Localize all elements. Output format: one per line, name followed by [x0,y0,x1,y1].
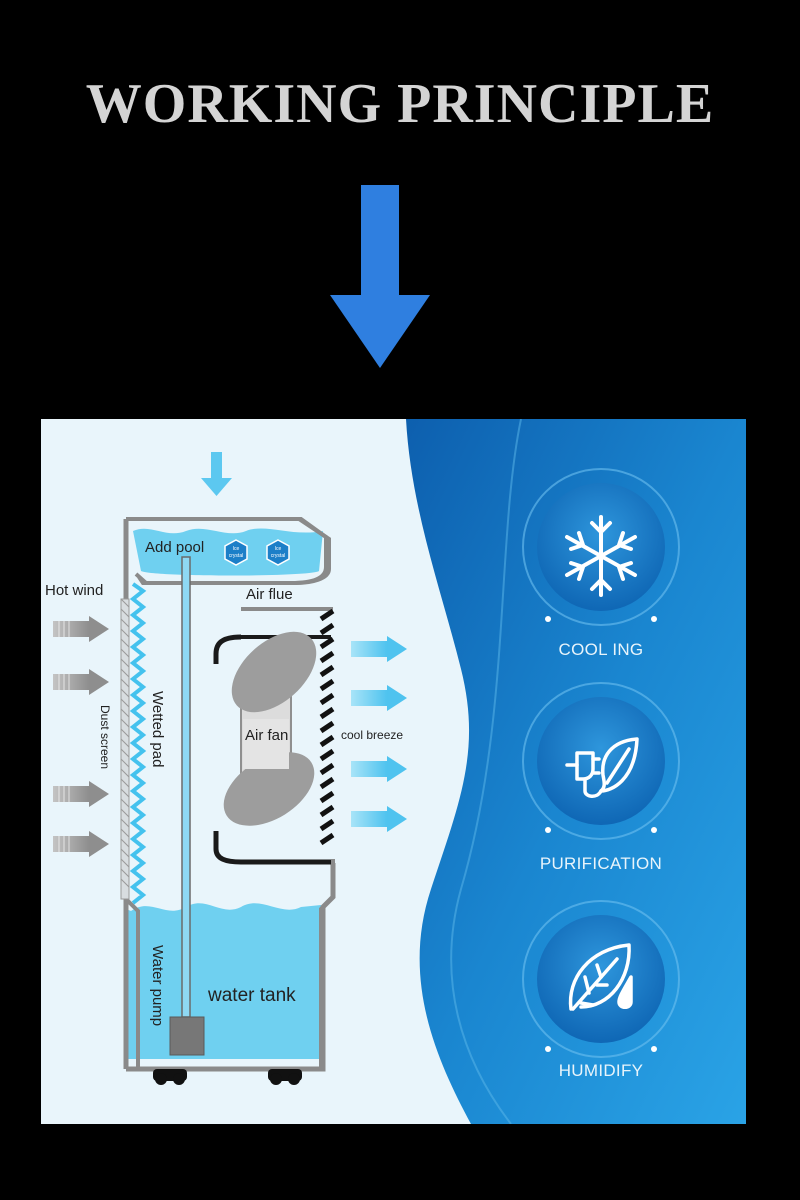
down-arrow-icon [330,185,430,368]
cool-breeze-arrows [351,636,407,832]
dust-screen-label: Dust screen [98,705,112,769]
inflow-arrow-icon [201,452,232,496]
snowflake-icon [565,515,637,597]
svg-text:Ice: Ice [275,546,282,552]
air-cooler-diagram: Ice crystal Ice crystal [45,419,746,1124]
cool-breeze-label: cool breeze [341,728,403,742]
wetted-pad-label: Wetted pad [149,691,166,767]
ice-crystal-label: Ice [233,546,240,552]
air-fan [223,631,317,826]
water-pump-label: Water pump [149,945,166,1026]
feature-label-cooling: COOL ING [558,640,644,659]
air-flue-label: Air flue [246,586,293,603]
wetted-pad [129,582,147,905]
page-title: WORKING PRINCIPLE [85,73,715,135]
wheels [153,1069,302,1085]
water-tank-label: water tank [207,985,296,1006]
water-pump [169,1016,205,1056]
outlet-louvers [319,608,335,846]
plug-leaf-icon [565,737,639,798]
svg-text:crystal: crystal [229,553,243,559]
pump-pipe [181,556,191,1018]
add-pool-label: Add pool [145,539,204,556]
feature-purification [522,682,680,840]
hot-wind-label: Hot wind [45,582,103,599]
air-fan-label: Air fan [245,727,288,744]
hot-wind-arrows [53,616,109,857]
dust-screen [120,598,130,900]
leaf-drop-icon [568,943,633,1011]
diagram-panel: Ice crystal Ice crystal [41,419,746,1124]
ice-crystal-icon [224,539,290,566]
feature-label-purification: PURIFICATION [539,854,663,873]
feature-label-humidify: HUMIDIFY [558,1061,644,1080]
svg-text:crystal: crystal [271,553,285,559]
air-flue-frame [213,634,331,865]
